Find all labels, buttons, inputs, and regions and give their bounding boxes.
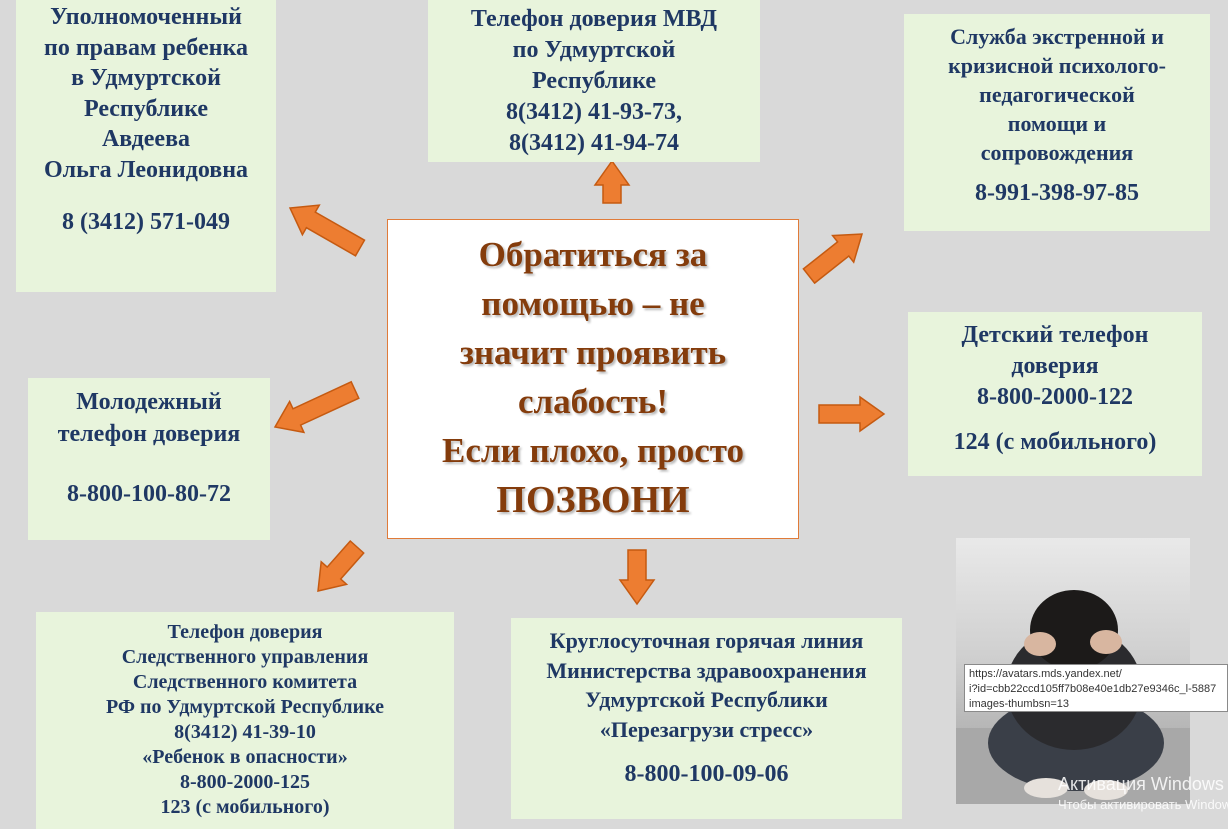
ombudsman-line: по правам ребенка xyxy=(44,34,248,61)
investigative-line: Телефон доверия xyxy=(167,621,323,643)
crisis-phone: 8-991-398-97-85 xyxy=(975,180,1139,206)
investigative-line: Следственного управления xyxy=(121,646,369,668)
ombudsman-box: Уполномоченный по правам ребенка в Удмур… xyxy=(16,0,276,292)
crisis-service-box: Служба экстренной и кризисной психолого-… xyxy=(904,14,1210,231)
arrow-to-youth xyxy=(273,380,360,434)
arrow-to-crisis xyxy=(802,233,864,285)
youth-helpline-box: Молодежный телефон доверия 8-800-100-80-… xyxy=(28,378,270,540)
investigative-phone: 8-800-2000-125 xyxy=(180,771,310,793)
ombudsman-line: в Удмуртской xyxy=(71,65,221,91)
crisis-line: помощи и xyxy=(1007,111,1107,136)
mvd-line: Республике xyxy=(531,68,657,94)
message-line: Обратиться за xyxy=(478,235,708,274)
investigative-phone: 123 (с мобильного) xyxy=(160,796,330,818)
arrow-to-investigative xyxy=(317,539,365,592)
child-line: доверия xyxy=(1011,353,1099,379)
youth-line: Молодежный xyxy=(76,389,222,415)
child-line: Детский телефон xyxy=(961,322,1149,348)
hotline-line: Удмуртской Республики xyxy=(585,687,828,712)
crisis-line: кризисной психолого- xyxy=(948,53,1166,78)
message-line: Если плохо, просто xyxy=(442,431,744,470)
tooltip-line: images-thumbsn=13 xyxy=(969,698,1069,710)
mvd-box: Телефон доверия МВД по Удмуртской Респуб… xyxy=(428,0,760,162)
hotline-line: «Перезагрузи стресс» xyxy=(599,716,814,742)
central-message-box: Обратиться за помощью – не значит прояви… xyxy=(387,219,799,539)
mvd-phone: 8(3412) 41-93-73, xyxy=(506,99,682,125)
arrow-to-ombudsman xyxy=(288,204,366,257)
investigative-phone: 8(3412) 41-39-10 xyxy=(174,721,316,743)
message-line: значит проявить xyxy=(459,333,727,372)
arrow-to-mvd xyxy=(593,159,631,204)
hotline-phone: 8-800-100-09-06 xyxy=(624,761,789,787)
message-line: помощью – не xyxy=(481,284,705,323)
crisis-line: сопровождения xyxy=(980,140,1134,165)
arrow-to-hotline xyxy=(618,549,656,606)
mvd-line: по Удмуртской xyxy=(512,37,676,63)
investigative-committee-box: Телефон доверия Следственного управления… xyxy=(36,612,454,829)
message-line: слабость! xyxy=(517,382,669,421)
ombudsman-line: Ольга Леонидовна xyxy=(43,156,249,183)
crisis-line: Служба экстренной и xyxy=(950,24,1164,49)
mvd-line: Телефон доверия МВД xyxy=(470,6,718,32)
ombudsman-line: Авдеева xyxy=(101,126,191,152)
investigative-line: Следственного комитета xyxy=(132,671,358,693)
image-url-tooltip: https://avatars.mds.yandex.net/ i?id=cbb… xyxy=(964,664,1228,712)
ombudsman-line: Уполномоченный xyxy=(50,4,242,30)
arrow-to-child xyxy=(818,395,886,433)
youth-phone: 8-800-100-80-72 xyxy=(67,481,231,507)
child-phone: 8-800-2000-122 xyxy=(977,384,1133,410)
tooltip-line: https://avatars.mds.yandex.net/ xyxy=(969,668,1122,680)
health-hotline-box: Круглосуточная горячая линия Министерств… xyxy=(511,618,902,819)
investigative-line: «Ребенок в опасности» xyxy=(142,746,348,768)
windows-activation-watermark: Активация Windows Чтобы активировать Win… xyxy=(1058,772,1228,814)
call-to-action: ПОЗВОНИ xyxy=(496,479,690,521)
hotline-line: Круглосуточная горячая линия xyxy=(549,628,864,653)
youth-line: телефон доверия xyxy=(57,421,241,447)
investigative-line: РФ по Удмуртской Республике xyxy=(105,696,385,718)
tooltip-line: i?id=cbb22ccd105ff7b08e40e1db27e9346c_l-… xyxy=(969,683,1217,695)
mvd-phone: 8(3412) 41-94-74 xyxy=(509,130,679,156)
child-mobile-phone: 124 (с мобильного) xyxy=(953,429,1157,455)
ombudsman-line: Республике xyxy=(83,95,209,122)
hotline-line: Министерства здравоохранения xyxy=(546,657,867,683)
watermark-title: Активация Windows xyxy=(1058,774,1224,794)
crisis-line: педагогической xyxy=(979,82,1135,107)
ombudsman-phone: 8 (3412) 571-049 xyxy=(62,209,230,235)
child-helpline-box: Детский телефон доверия 8-800-2000-122 1… xyxy=(908,312,1202,476)
watermark-subtitle: Чтобы активировать Windows xyxy=(1058,797,1228,812)
